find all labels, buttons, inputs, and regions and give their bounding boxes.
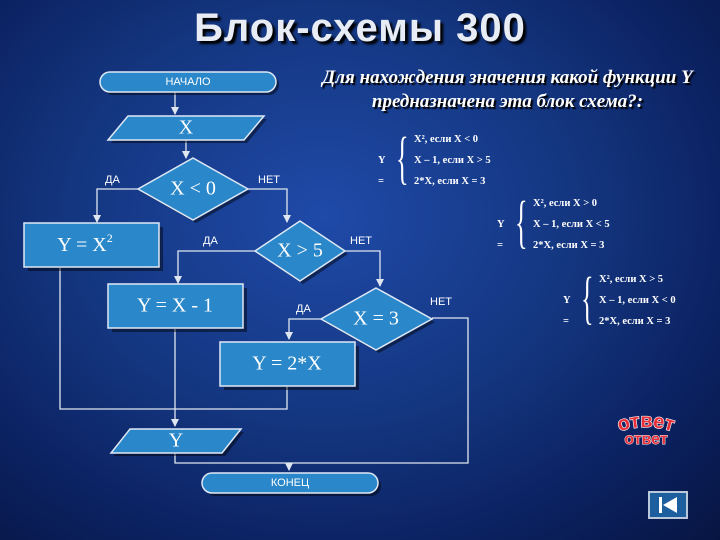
option-case: 2*X, если X = 3 [533, 240, 605, 251]
option-case: X², если X > 0 [533, 198, 598, 209]
process-label: Y = X2 [57, 231, 112, 256]
brace-icon: { [515, 189, 528, 254]
output-label: Y [169, 430, 183, 452]
start-terminal: НАЧАЛО [99, 71, 279, 95]
brace-icon: { [581, 265, 594, 330]
condition-label: X < 0 [170, 178, 216, 200]
no-label: НЕТ [350, 235, 372, 247]
skip-back-icon [659, 497, 677, 513]
option-case: X – 1, если X > 5 [414, 155, 491, 166]
question-text: Для нахождения значения какой функции Y … [322, 67, 693, 112]
option-case: X², если X > 5 [599, 274, 664, 285]
yes-label: ДА [296, 303, 311, 315]
answer-button-label: ответ [624, 431, 668, 448]
process-y-x-squared: Y = X2 [23, 222, 163, 271]
process-y-x-minus-1: Y = X - 1 [107, 283, 247, 332]
yes-label: ДА [105, 174, 120, 186]
option-lhs: Y = [497, 219, 505, 251]
option-lhs: Y = [563, 295, 571, 327]
no-label: НЕТ [430, 296, 452, 308]
slide-title: Блок-схемы 300 [194, 6, 526, 50]
nav-back-button[interactable] [648, 491, 688, 519]
condition-x-less-0: X < 0 [136, 157, 251, 223]
option-case: X², если X < 0 [414, 134, 479, 145]
output-block: Y [109, 428, 244, 456]
condition-label: X > 5 [277, 240, 323, 262]
input-label: X [179, 117, 194, 139]
no-label: НЕТ [258, 174, 280, 186]
input-block: X [106, 115, 267, 143]
condition-x-greater-5: X > 5 [253, 220, 348, 284]
option-case: 2*X, если X = 3 [414, 176, 486, 187]
process-label: Y = 2*X [252, 353, 322, 375]
start-label: НАЧАЛО [165, 76, 211, 88]
option-case: 2*X, если X = 3 [599, 316, 671, 327]
option-lhs: Y = [378, 155, 386, 187]
condition-label: X = 3 [353, 308, 399, 330]
condition-x-equals-3: X = 3 [319, 287, 435, 353]
process-label: Y = X - 1 [137, 295, 213, 317]
answer-button[interactable]: ответ ответ [578, 410, 714, 458]
process-y-2x: Y = 2*X [219, 341, 359, 390]
option-case: X – 1, если X < 0 [599, 295, 676, 306]
yes-label: ДА [203, 235, 218, 247]
brace-icon: { [396, 125, 409, 190]
flow-connectors [59, 92, 469, 471]
end-label: КОНЕЦ [271, 477, 309, 489]
end-terminal: КОНЕЦ [201, 472, 381, 496]
option-case: X – 1, если X < 5 [533, 219, 610, 230]
